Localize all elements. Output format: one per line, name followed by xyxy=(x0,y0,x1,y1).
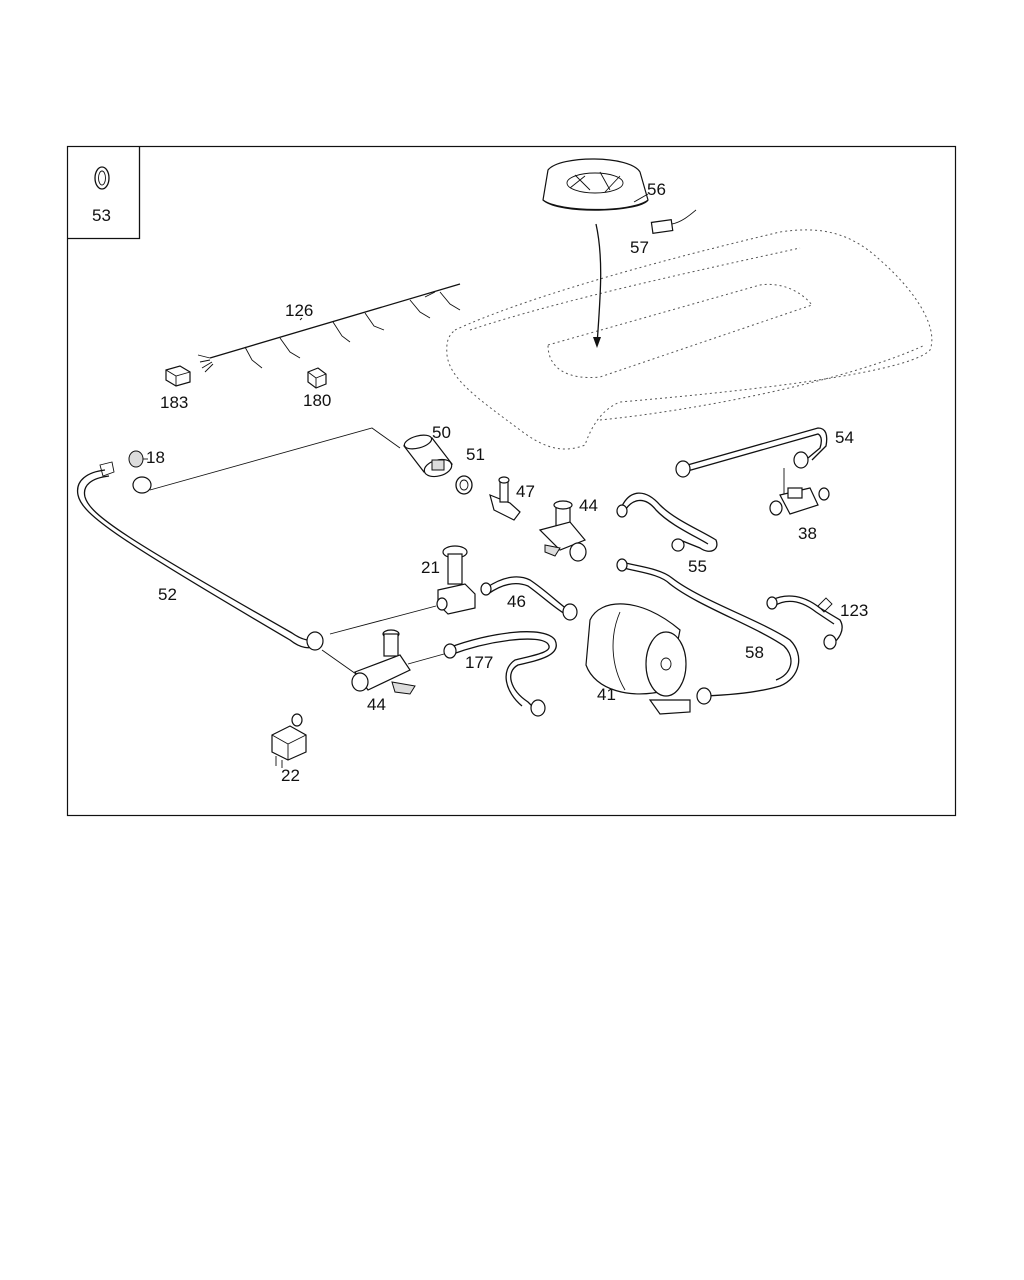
valve-44-upper xyxy=(538,500,587,562)
air-tank-41 xyxy=(585,603,691,715)
nut-52-end xyxy=(306,631,324,651)
leader-126 xyxy=(299,317,303,321)
fan-56 xyxy=(542,158,649,211)
fan-arrow xyxy=(595,223,602,346)
fitting-47 xyxy=(489,476,521,521)
pipe-46 xyxy=(480,576,578,621)
inset-box xyxy=(67,146,141,240)
filter-50 xyxy=(402,434,454,478)
o-ring-icon xyxy=(94,166,110,190)
hose-177 xyxy=(443,631,557,717)
label-38: 38 xyxy=(798,524,817,543)
solenoid-valve-22 xyxy=(271,713,307,768)
wiring-harness-126 xyxy=(197,283,461,373)
leader-44-177 xyxy=(407,653,445,665)
engine-cover xyxy=(446,229,933,450)
label-57: 57 xyxy=(630,238,649,257)
label-54: 54 xyxy=(835,428,854,447)
label-21: 21 xyxy=(421,558,440,577)
label-55: 55 xyxy=(688,557,707,576)
pipe-52 xyxy=(76,461,319,649)
label-44-lower: 44 xyxy=(367,695,386,714)
label-50: 50 xyxy=(432,423,451,442)
pipe-58 xyxy=(616,558,800,705)
leader-56 xyxy=(633,193,649,203)
label-52: 52 xyxy=(158,585,177,604)
label-183: 183 xyxy=(160,393,188,412)
label-18: 18 xyxy=(146,448,165,467)
arrowhead xyxy=(593,337,601,348)
label-46: 46 xyxy=(507,592,526,611)
pipe-55 xyxy=(616,492,718,552)
label-44-upper: 44 xyxy=(579,496,598,515)
label-56: 56 xyxy=(647,180,666,199)
pipe-123 xyxy=(766,595,843,650)
label-180: 180 xyxy=(303,391,331,410)
washer-51 xyxy=(455,475,473,495)
pipe-54 xyxy=(675,427,828,478)
connector-180 xyxy=(307,367,327,389)
label-47: 47 xyxy=(516,482,535,501)
label-51: 51 xyxy=(466,445,485,464)
label-41: 41 xyxy=(597,685,616,704)
valve-38 xyxy=(769,487,830,516)
valve-21 xyxy=(436,545,476,615)
connector-183 xyxy=(165,365,191,387)
inset-part-number: 53 xyxy=(92,206,111,225)
label-123: 123 xyxy=(840,601,868,620)
leader-52-44 xyxy=(321,649,357,675)
leader-52-50 xyxy=(149,427,401,491)
label-58: 58 xyxy=(745,643,764,662)
leader-21-52 xyxy=(329,605,437,635)
label-22: 22 xyxy=(281,766,300,785)
diagram-frame xyxy=(66,145,957,817)
sensor-57 xyxy=(650,209,697,235)
grommet-18 xyxy=(128,450,152,494)
valve-44-lower xyxy=(351,629,416,695)
label-177: 177 xyxy=(465,653,493,672)
label-126: 126 xyxy=(285,301,313,320)
